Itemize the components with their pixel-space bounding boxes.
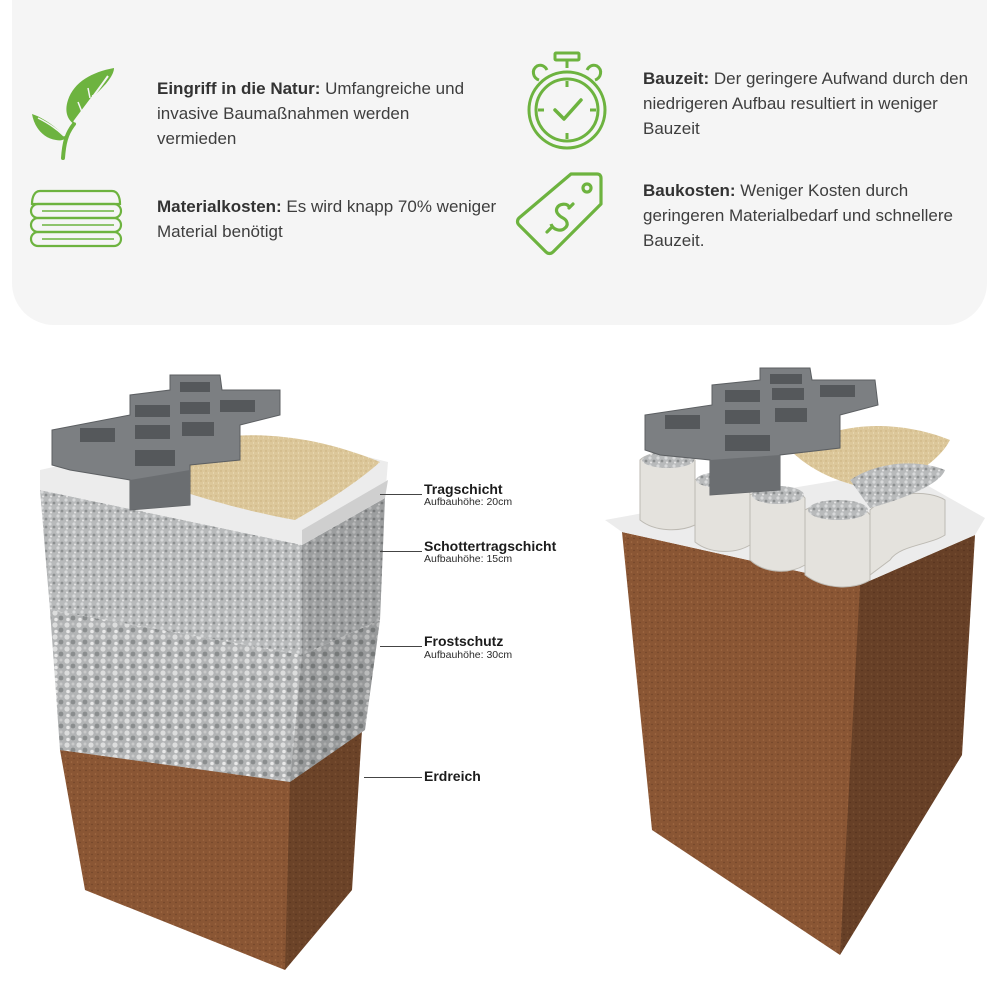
plant-sprout-icon bbox=[32, 68, 114, 160]
stopwatch-check-icon bbox=[527, 51, 607, 150]
feature-title: Eingriff in die Natur: bbox=[157, 79, 321, 98]
feature-description: Umfangreiche und invasive Baumaßnahmen w… bbox=[157, 79, 465, 148]
layer-name: Tragschicht bbox=[424, 481, 503, 497]
benefits-panel bbox=[12, 0, 987, 325]
conventional-layer-block bbox=[40, 374, 388, 970]
price-tag-dollar-icon bbox=[515, 172, 603, 256]
feature-description: Es wird knapp 70% weniger Material benöt… bbox=[157, 197, 497, 241]
geocell-layer-block bbox=[605, 367, 985, 955]
folded-layers-icon bbox=[29, 189, 123, 248]
layer-height: Aufbauhöhe: 20cm bbox=[424, 496, 513, 508]
feature-title: Baukosten: bbox=[643, 181, 736, 200]
layer-name: Frostschutz bbox=[424, 633, 504, 649]
feature-description: Der geringere Aufwand durch den niedrige… bbox=[643, 69, 969, 138]
layer-name: Schottertragschicht bbox=[424, 538, 557, 554]
layer-height: Aufbauhöhe: 30cm bbox=[424, 649, 513, 661]
layer-name: Erdreich bbox=[424, 768, 481, 784]
feature-title: Bauzeit: bbox=[643, 69, 710, 88]
layer-height: Aufbauhöhe: 15cm bbox=[424, 553, 513, 565]
feature-title: Materialkosten: bbox=[157, 197, 282, 216]
feature-description: Weniger Kosten durch geringeren Material… bbox=[643, 181, 953, 250]
